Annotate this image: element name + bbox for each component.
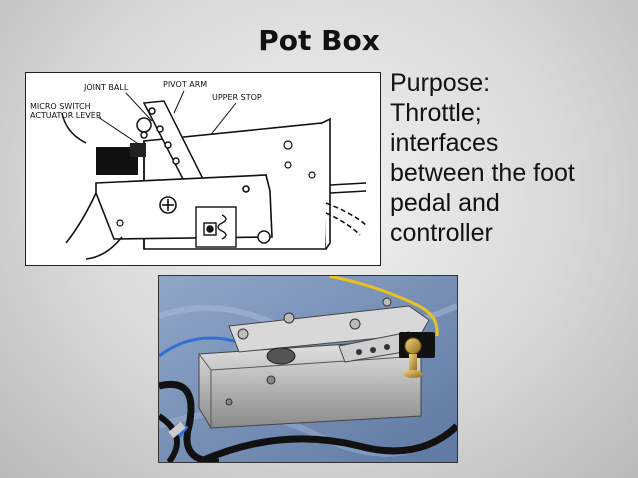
- label-actuator-lever: ACTUATOR LEVER: [30, 111, 102, 120]
- label-micro-switch: MICRO SWITCH: [30, 102, 91, 111]
- purpose-line: Purpose:: [390, 69, 491, 97]
- purpose-line: between the foot: [390, 159, 575, 187]
- label-pivot-arm: PIVOT ARM: [163, 80, 207, 89]
- photo-illustration: [159, 276, 457, 462]
- purpose-line: pedal and: [390, 189, 500, 217]
- purpose-line: controller: [390, 219, 493, 247]
- purpose-line: interfaces: [390, 129, 499, 157]
- purpose-text: Purpose: Throttle; interfaces between th…: [390, 68, 620, 248]
- purpose-line: Throttle;: [390, 99, 482, 127]
- pot-box-photo: [158, 275, 458, 463]
- slide-title: Pot Box: [258, 24, 380, 57]
- label-upper-stop: UPPER STOP: [212, 93, 262, 102]
- label-joint-ball: JOINT BALL: [83, 83, 129, 92]
- pot-box-diagram: JOINT BALL PIVOT ARM UPPER STOP MICRO SW…: [25, 72, 381, 266]
- diagram-drawing: JOINT BALL PIVOT ARM UPPER STOP MICRO SW…: [30, 80, 367, 260]
